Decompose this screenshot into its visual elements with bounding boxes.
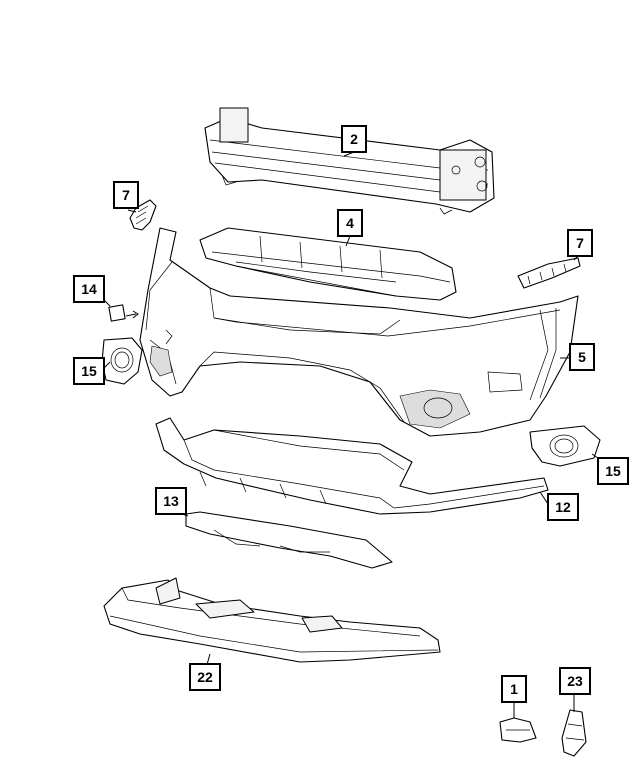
callout-7-left[interactable]: 7 (113, 181, 139, 209)
callout-2[interactable]: 2 (341, 125, 367, 153)
callout-15-right[interactable]: 15 (597, 457, 629, 485)
callout-label: 14 (81, 281, 97, 297)
callout-label: 1 (510, 681, 518, 697)
fog-lamp-bezel-right-part[interactable] (529, 425, 601, 467)
sensor-clip-part[interactable] (108, 304, 139, 322)
callout-label: 7 (576, 235, 584, 251)
bumper-bracket-left-part[interactable] (129, 199, 157, 231)
callout-14[interactable]: 14 (73, 275, 105, 303)
callout-label: 4 (346, 215, 354, 231)
callout-label: 5 (578, 349, 586, 365)
fog-lamp-bezel-left-part[interactable] (101, 337, 143, 385)
reinforcement-beam-part[interactable] (204, 107, 495, 215)
callout-label: 15 (605, 463, 621, 479)
callout-label: 2 (350, 131, 358, 147)
mounting-bracket-part[interactable] (499, 717, 537, 743)
leader-7a (127, 209, 137, 213)
front-fascia-part[interactable] (139, 227, 579, 437)
callout-22[interactable]: 22 (189, 663, 221, 691)
callout-15-left[interactable]: 15 (73, 357, 105, 385)
callout-23[interactable]: 23 (559, 667, 591, 695)
retaining-clip-part[interactable] (561, 709, 587, 757)
callout-12[interactable]: 12 (547, 493, 579, 521)
callout-label: 12 (555, 499, 571, 515)
callout-label: 22 (197, 669, 213, 685)
callout-label: 7 (122, 187, 130, 203)
leader-12 (539, 491, 549, 505)
callout-13[interactable]: 13 (155, 487, 187, 515)
energy-absorber-part[interactable] (199, 227, 457, 301)
lower-fascia-part[interactable] (155, 417, 549, 515)
bumper-bracket-right-part[interactable] (517, 257, 581, 289)
skid-plate-trim-part[interactable] (185, 511, 393, 569)
leader-4 (345, 235, 351, 247)
underbody-shield-part[interactable] (103, 577, 441, 663)
callout-label: 13 (163, 493, 179, 509)
callout-5[interactable]: 5 (569, 343, 595, 371)
callout-4[interactable]: 4 (337, 209, 363, 237)
callout-label: 15 (81, 363, 97, 379)
callout-1[interactable]: 1 (501, 675, 527, 703)
callout-label: 23 (567, 673, 583, 689)
callout-7-right[interactable]: 7 (567, 229, 593, 257)
